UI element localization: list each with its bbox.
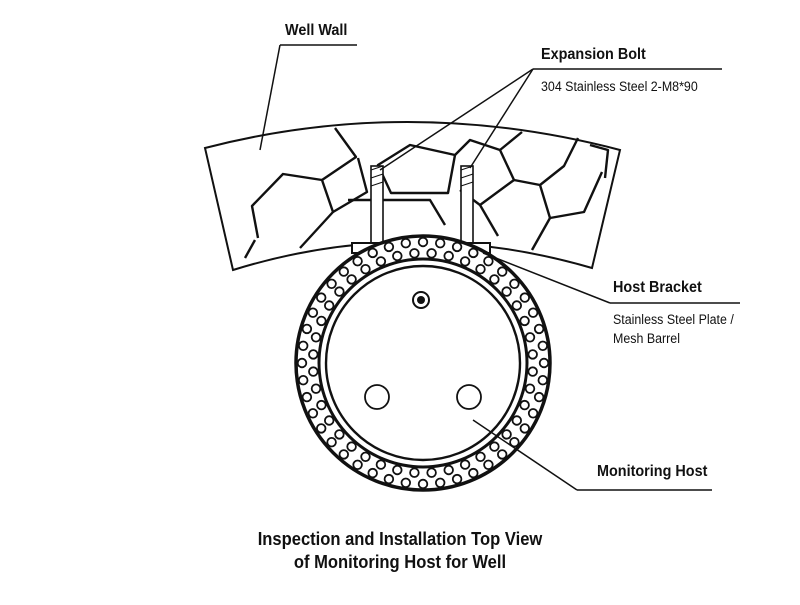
mesh-hole (326, 437, 337, 448)
mesh-hole (459, 256, 471, 267)
mesh-hole (533, 391, 545, 403)
mesh-hole (400, 477, 412, 489)
expansion-bolt-label: Expansion Bolt (541, 46, 646, 63)
mesh-hole (392, 250, 403, 262)
mesh-hole (310, 332, 322, 343)
mesh-hole (527, 408, 539, 419)
well-wall-label: Well Wall (285, 22, 348, 39)
mesh-hole (501, 429, 512, 440)
mesh-hole (483, 256, 494, 267)
mesh-hole (538, 357, 550, 369)
mesh-hole (334, 429, 345, 440)
mesh-hole (443, 250, 454, 262)
mesh-hole (519, 399, 530, 411)
mesh-hole (367, 247, 378, 259)
mesh-hole (338, 266, 350, 277)
caption-line1: Inspection and Installation Top View (257, 529, 543, 549)
monitoring-host-body (324, 264, 522, 462)
mesh-hole (511, 300, 523, 311)
mesh-hole (307, 307, 319, 318)
mesh-hole (367, 467, 378, 479)
mesh-hole (527, 307, 539, 318)
mesh-hole (451, 473, 463, 485)
mesh-hole (489, 274, 500, 285)
bracket-spec-line2: Mesh Barrel (613, 331, 680, 346)
mesh-hole (316, 423, 327, 434)
bolt-spec-label: 304 Stainless Steel 2-M8*90 (541, 79, 698, 94)
mesh-hole (346, 274, 357, 285)
monitoring-host-label: Monitoring Host (597, 463, 708, 480)
bracket-spec-line1: Stainless Steel Plate / (613, 312, 734, 327)
mesh-hole (352, 459, 363, 471)
mesh-hole (451, 241, 463, 253)
mesh-hole (316, 292, 327, 303)
mesh-hole (533, 323, 545, 335)
mesh-hole (338, 449, 350, 460)
mesh-hole (334, 286, 345, 297)
mesh-hole (468, 467, 479, 479)
mesh-hole (435, 237, 446, 249)
mesh-hole (489, 441, 500, 452)
mesh-hole (519, 292, 531, 303)
mesh-hole (301, 323, 313, 335)
caption-line2: of Monitoring Host for Well (293, 552, 507, 572)
mesh-hole (527, 349, 538, 360)
well-wall (203, 121, 622, 272)
mesh-hole (360, 264, 371, 275)
mesh-hole (459, 459, 471, 470)
mesh-hole (497, 266, 508, 277)
mesh-hole (426, 467, 437, 478)
mesh-hole (537, 375, 549, 386)
mesh-hole (426, 248, 437, 259)
mesh-hole (308, 349, 319, 360)
mesh-hole (346, 441, 357, 452)
mesh-hole (501, 286, 512, 297)
mesh-hole (511, 415, 523, 426)
mesh-hole (375, 459, 387, 470)
mesh-hole (468, 247, 479, 259)
mesh-hole (360, 451, 371, 463)
mesh-hole (316, 315, 327, 327)
mesh-hole (301, 391, 313, 403)
mesh-hole (475, 451, 486, 463)
mesh-hole (298, 375, 309, 386)
mesh-hole (417, 478, 429, 490)
mesh-hole (435, 477, 446, 489)
mesh-hole (417, 236, 429, 248)
mesh-hole (352, 256, 363, 267)
mesh-hole (537, 340, 549, 352)
host-bracket-label: Host Bracket (613, 279, 702, 296)
mesh-hole (375, 256, 387, 267)
mesh-hole (409, 248, 420, 259)
mesh-hole (310, 383, 322, 394)
mesh-hole (519, 423, 531, 434)
mesh-hole (307, 408, 319, 419)
mesh-hole (383, 241, 395, 253)
mesh-hole (392, 464, 403, 476)
mesh-hole (527, 366, 538, 377)
mesh-hole (509, 437, 520, 448)
mesh-hole (443, 464, 454, 476)
leader-lines (259, 44, 740, 491)
mesh-hole (475, 264, 486, 275)
mesh-hole (524, 332, 536, 343)
mesh-hole (519, 315, 530, 327)
mesh-hole (308, 366, 319, 377)
mesh-hole (298, 340, 309, 352)
mesh-hole (383, 473, 395, 485)
mesh-hole (483, 459, 494, 471)
mesh-hole (509, 278, 520, 290)
mesh-hole (296, 357, 308, 369)
mesh-hole (326, 278, 337, 290)
mesh-hole (324, 300, 335, 311)
mesh-hole (524, 383, 536, 394)
mesh-hole (316, 399, 327, 411)
mesh-hole (324, 415, 335, 426)
mesh-hole (400, 237, 412, 249)
mesh-hole (497, 449, 508, 460)
mesh-hole (409, 467, 420, 478)
